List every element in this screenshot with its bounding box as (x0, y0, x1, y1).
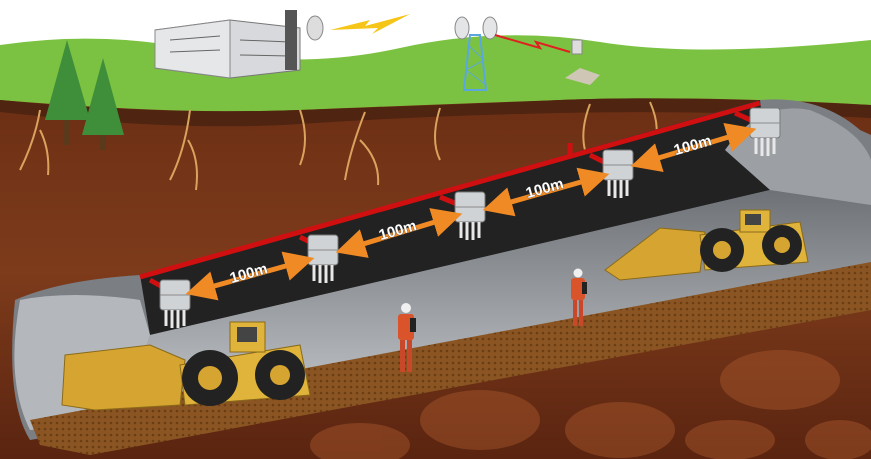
radio-tower-icon (454, 16, 498, 91)
miner-icon (571, 268, 587, 326)
distance-arrows: 100m 100m 100m 100m (185, 122, 757, 301)
loader-icon (604, 209, 809, 281)
satellite-dish-icon (565, 39, 600, 85)
distance-arrow (630, 122, 757, 173)
access-point-icon (307, 234, 339, 283)
tree-icon (45, 40, 124, 150)
loader-icon (61, 321, 311, 411)
roots (19, 101, 658, 191)
topsoil-edge (0, 98, 871, 127)
rocks (310, 350, 871, 459)
distance-arrow (482, 167, 610, 217)
wireless-link-icon (494, 34, 571, 53)
lightning-link-icon (330, 14, 410, 34)
miner-icon (398, 303, 416, 372)
tunnel-floor (30, 262, 871, 455)
control-building-icon (154, 10, 324, 79)
distance-arrow (335, 208, 463, 258)
distance-arrow (185, 251, 315, 301)
